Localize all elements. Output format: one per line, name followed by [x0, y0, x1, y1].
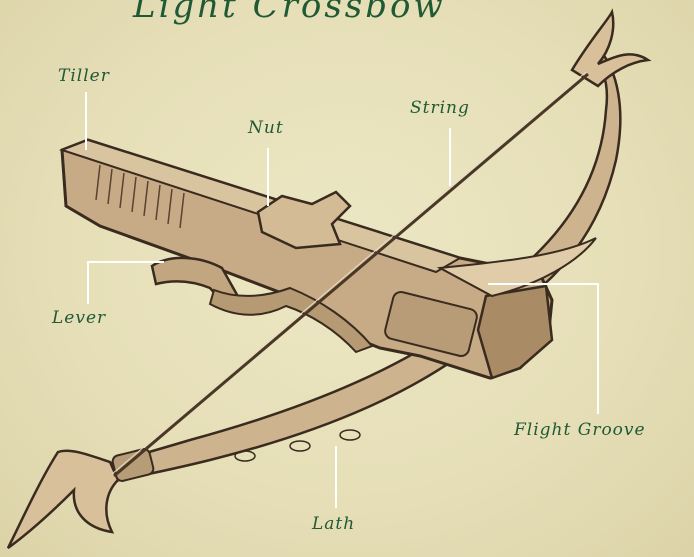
- stock-body: [62, 140, 552, 378]
- upper-limb-tip: [572, 12, 648, 86]
- label-flight-groove: Flight Groove: [514, 420, 646, 440]
- label-lever: Lever: [52, 308, 106, 328]
- diagram-title: Light Crossbow: [133, 0, 446, 26]
- lower-limb-tip: [8, 451, 118, 548]
- lower-limb-wrap: [111, 448, 154, 482]
- label-nut: Nut: [248, 118, 284, 138]
- label-tiller: Tiller: [58, 66, 110, 86]
- stock-front-block: [478, 286, 552, 378]
- label-lath: Lath: [312, 514, 355, 534]
- label-string: String: [410, 98, 470, 118]
